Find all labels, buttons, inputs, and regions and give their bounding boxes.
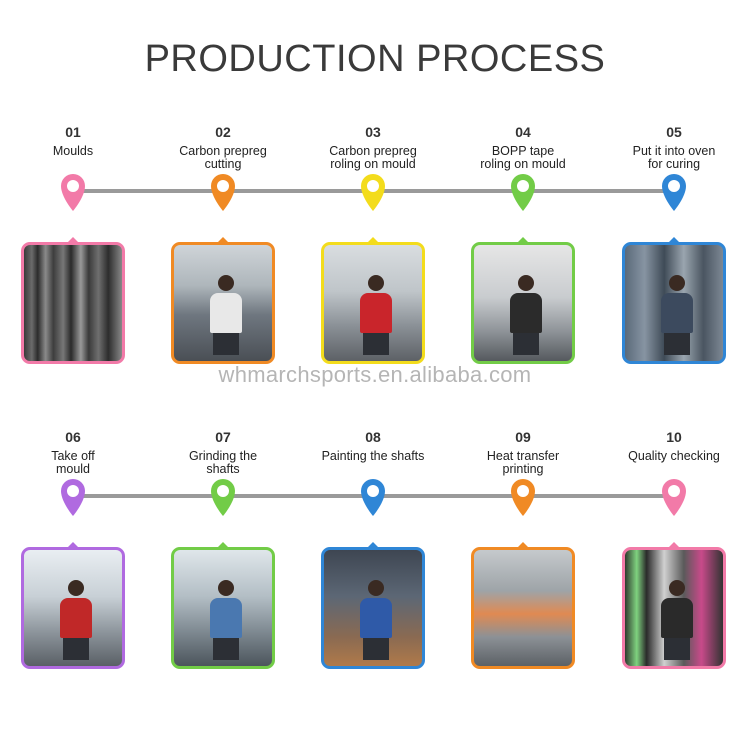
photo-notch [366, 542, 380, 549]
worker-figure [508, 275, 544, 355]
step-label: Heat transfer printing [486, 449, 560, 476]
step-number: 02 [215, 124, 231, 140]
photo-notch [516, 237, 530, 244]
step-label: Painting the shafts [321, 449, 425, 463]
location-pin-icon [507, 171, 539, 213]
step-photo [21, 542, 125, 669]
worker-figure [659, 275, 695, 355]
step-label: Carbon prepreg cutting [179, 144, 267, 171]
step-label: Moulds [52, 144, 94, 158]
step-photo [21, 237, 125, 364]
step-label: Quality checking [628, 449, 720, 463]
worker-figure [358, 580, 394, 660]
step-photo [622, 542, 726, 669]
location-pin-icon [207, 171, 239, 213]
watermark-text: whmarchsports.en.alibaba.com [218, 362, 532, 387]
location-pin-icon [357, 476, 389, 518]
step-label: Carbon prepreg roling on mould [329, 144, 417, 171]
location-pin-icon [57, 171, 89, 213]
photo-notch [216, 237, 230, 244]
step-number: 07 [215, 429, 231, 445]
location-pin-icon [658, 171, 690, 213]
photo-notch [366, 237, 380, 244]
photo-notch [667, 542, 681, 549]
step-number: 05 [666, 124, 682, 140]
worker-figure [208, 580, 244, 660]
location-pin-icon [507, 476, 539, 518]
worker-figure [208, 275, 244, 355]
step-number: 08 [365, 429, 381, 445]
step-number: 04 [515, 124, 531, 140]
photo-notch [66, 542, 80, 549]
step-number: 09 [515, 429, 531, 445]
step-label: Put it into oven for curing [632, 144, 716, 171]
photo-notch [66, 237, 80, 244]
step-photo [471, 542, 575, 669]
photo-notch [516, 542, 530, 549]
worker-figure [659, 580, 695, 660]
photo-notch [216, 542, 230, 549]
step-label: Grinding the shafts [188, 449, 258, 476]
step-photo [321, 542, 425, 669]
step-photo [171, 542, 275, 669]
step-label: Take off mould [51, 449, 95, 476]
worker-figure [58, 580, 94, 660]
worker-figure [358, 275, 394, 355]
step-number: 01 [65, 124, 81, 140]
step-label: BOPP tape roling on mould [480, 144, 566, 171]
location-pin-icon [207, 476, 239, 518]
photo-notch [667, 237, 681, 244]
step-photo [471, 237, 575, 364]
step-photo [321, 237, 425, 364]
location-pin-icon [357, 171, 389, 213]
step-number: 06 [65, 429, 81, 445]
step-number: 10 [666, 429, 682, 445]
page-title: PRODUCTION PROCESS [144, 38, 606, 80]
location-pin-icon [658, 476, 690, 518]
step-photo [622, 237, 726, 364]
location-pin-icon [57, 476, 89, 518]
step-number: 03 [365, 124, 381, 140]
step-photo [171, 237, 275, 364]
